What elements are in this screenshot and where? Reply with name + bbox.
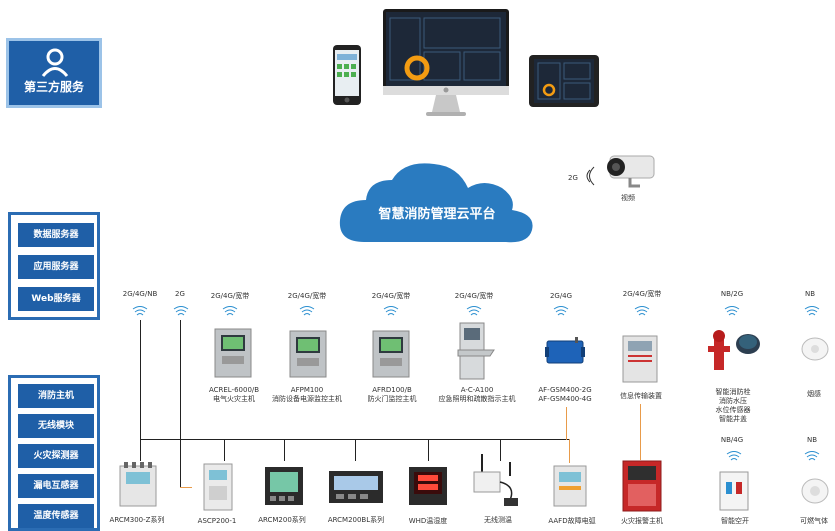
lower-label-ascp200: ASCP200-1 — [197, 517, 237, 525]
wifi-icon — [132, 306, 148, 316]
lower-label-wireless-temp: 无线测温 — [484, 516, 512, 524]
wifi-icon — [222, 306, 238, 316]
network-label-9: NB/2G — [720, 290, 744, 298]
fire-host-button[interactable]: 消防主机 — [18, 384, 94, 408]
orange-connector-line — [640, 404, 641, 460]
leakage-transformer-button[interactable]: 漏电互感器 — [18, 474, 94, 498]
orange-connector-line — [566, 407, 567, 440]
web-server-button[interactable]: Web服务器 — [18, 287, 94, 311]
lower-network-label-1: NB/4G — [720, 436, 744, 444]
network-label-3: 2G/4G/宽带 — [210, 292, 250, 300]
wifi-icon — [553, 306, 569, 316]
smoke-detector-image — [801, 337, 829, 361]
wifi-icon — [383, 306, 399, 316]
arcm300-device-image — [119, 462, 157, 507]
camera-label: 视频 — [621, 194, 635, 202]
network-label-10: NB — [804, 290, 816, 298]
user-icon — [41, 48, 69, 77]
connector-line — [284, 439, 285, 461]
smart-hydrant-image — [708, 330, 760, 370]
lower-label-arcm300: ARCM300-Z系列 — [109, 516, 165, 524]
network-label-5: 2G/4G/宽带 — [371, 292, 411, 300]
wireless-temperature-image — [473, 454, 518, 506]
lower-network-label-2: NB — [806, 436, 818, 444]
device-label-transmission: 信息传输装置 — [620, 392, 662, 400]
network-label-4: 2G/4G/宽带 — [287, 292, 327, 300]
aafd-arc-fault-image — [553, 465, 587, 507]
wifi-icon — [173, 306, 189, 316]
device-label-hydrant: 智能消防栓消防水压水位传感器智能井盖 — [715, 388, 751, 423]
network-label-2: 2G — [175, 290, 185, 298]
arcm200-device-image — [265, 467, 303, 505]
connector-line — [140, 439, 141, 461]
network-label-6: 2G/4G/宽带 — [454, 292, 494, 300]
wifi-icon — [804, 306, 820, 316]
smartphone-image — [333, 45, 361, 105]
third-party-service-box[interactable]: 第三方服务 — [6, 38, 102, 108]
wifi-icon — [724, 306, 740, 316]
third-party-label: 第三方服务 — [23, 80, 84, 94]
signal-waves-icon — [586, 166, 595, 186]
tablet-image — [529, 55, 599, 107]
data-server-button[interactable]: 数据服务器 — [18, 223, 94, 247]
smart-breaker-image — [719, 471, 749, 511]
connector-line — [428, 439, 429, 461]
lower-label-fire-alarm: 火灾报警主机 — [621, 517, 663, 525]
emergency-lighting-host-image — [457, 322, 495, 380]
desktop-monitor-image — [383, 9, 509, 116]
info-transmission-device-image — [622, 335, 658, 383]
camera-signal-label: 2G — [568, 174, 578, 182]
wifi-icon — [299, 306, 315, 316]
connector-line — [355, 439, 356, 461]
network-label-1: 2G/4G/NB — [122, 290, 158, 298]
module-panel: 消防主机 无线模块 火灾探测器 漏电互感器 温度传感器 — [8, 375, 100, 531]
whd-temperature-humidity-image — [409, 467, 447, 505]
arcm200bl-device-image — [329, 471, 383, 503]
orange-connector-line — [180, 487, 192, 488]
wifi-icon — [726, 451, 742, 461]
lower-label-arcm200: ARCM200系列 — [258, 516, 306, 524]
app-server-button[interactable]: 应用服务器 — [18, 255, 94, 279]
ascp200-device-image — [203, 463, 233, 511]
lower-label-aafd: AAFD故障电弧 — [548, 517, 596, 525]
connector-line — [140, 320, 141, 440]
fire-detector-button[interactable]: 火灾探测器 — [18, 444, 94, 468]
orange-connector-line — [569, 439, 570, 463]
connector-line — [180, 320, 181, 488]
surveillance-camera-icon — [607, 155, 655, 188]
wifi-icon — [804, 451, 820, 461]
network-label-7: 2G/4G — [549, 292, 573, 300]
lower-label-gas-detector: 可燃气体 — [800, 517, 828, 525]
wifi-icon — [634, 306, 650, 316]
lower-label-smart-breaker: 智能空开 — [721, 517, 749, 525]
cloud-platform-shape — [339, 163, 533, 243]
electrical-fire-host-image — [214, 328, 252, 378]
lower-label-arcm200bl: ARCM200BL系列 — [327, 516, 385, 524]
temperature-sensor-button[interactable]: 温度传感器 — [18, 504, 94, 528]
wifi-icon — [466, 306, 482, 316]
power-monitor-host-image — [289, 330, 327, 378]
fire-alarm-host-image — [622, 460, 662, 512]
connector-line — [500, 439, 501, 461]
connector-line — [224, 439, 225, 461]
cloud-platform-label: 智慧消防管理云平台 — [378, 207, 496, 222]
lower-label-whd: WHD温湿度 — [408, 517, 448, 525]
device-label-smoke: 烟感 — [807, 390, 821, 398]
wireless-module-button[interactable]: 无线模块 — [18, 414, 94, 438]
combustible-gas-detector-image — [801, 478, 829, 504]
gsm-module-image — [545, 337, 585, 364]
server-panel: 数据服务器 应用服务器 Web服务器 — [8, 212, 100, 320]
network-label-8: 2G/4G/宽带 — [622, 290, 662, 298]
fire-door-host-image — [372, 330, 410, 378]
